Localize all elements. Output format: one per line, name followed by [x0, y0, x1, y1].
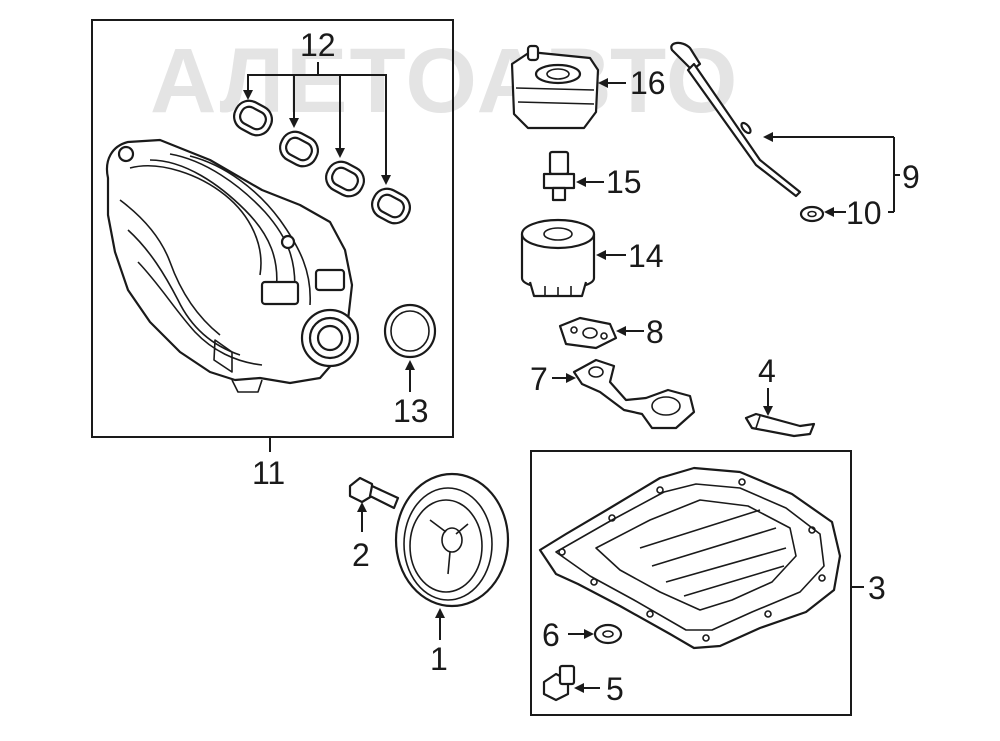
callout-9: 9 [902, 159, 920, 195]
callout-3: 3 [868, 570, 886, 606]
callout-16: 16 [630, 65, 666, 101]
callout-2: 2 [352, 537, 370, 573]
intake-gaskets [233, 99, 411, 225]
dipstick-o-ring [799, 205, 825, 223]
drain-plug-washer [593, 623, 623, 645]
callout-12: 12 [300, 27, 336, 63]
group-box-oil-pan [530, 450, 852, 716]
callout-1: 1 [430, 641, 448, 677]
oil-cooler [510, 44, 600, 130]
callout-4: 4 [758, 353, 776, 389]
drain-plug [542, 664, 576, 702]
oil-filter [520, 218, 596, 298]
callout-10: 10 [846, 195, 882, 231]
oil-dipstick [670, 41, 802, 198]
callout-8: 8 [646, 314, 664, 350]
oil-strainer [572, 358, 696, 430]
throttle-body-gasket [383, 303, 437, 359]
callout-6: 6 [542, 617, 560, 653]
callout-11: 11 [252, 455, 285, 491]
callout-7: 7 [530, 361, 548, 397]
callout-13: 13 [393, 393, 429, 429]
crankshaft-pulley [394, 472, 510, 608]
sealant-tube [744, 412, 816, 438]
callout-15: 15 [606, 164, 642, 200]
oil-cooler-bolt [542, 150, 576, 202]
oil-tube-gasket [558, 316, 618, 350]
crank-pulley-bolt [348, 476, 400, 510]
callout-14: 14 [628, 238, 664, 274]
oil-pan [538, 466, 842, 650]
group-box-intake [91, 19, 454, 438]
callout-5: 5 [606, 671, 624, 707]
intake-manifold [105, 138, 360, 393]
